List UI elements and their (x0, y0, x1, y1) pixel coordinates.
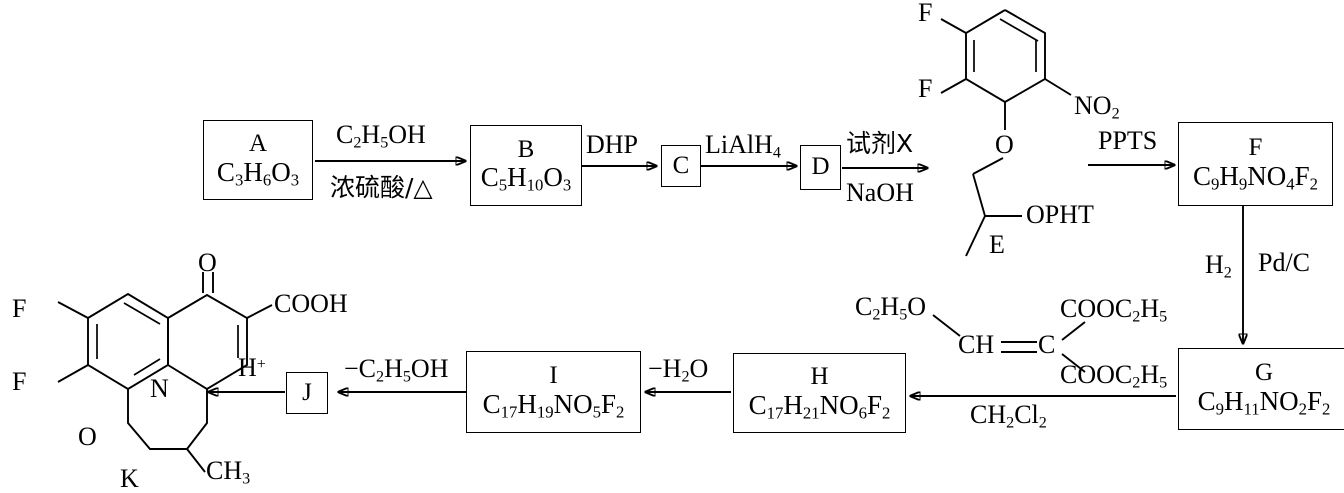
box-b-label: B (517, 135, 535, 163)
bond-e-f-bottom (940, 78, 967, 94)
box-compound-a[interactable]: A C3H6O3 (203, 120, 313, 200)
structure-k-tag: K (120, 464, 139, 493)
box-i-label: I (549, 362, 558, 390)
box-g-formula: C9H11NO2F2 (1197, 385, 1331, 419)
bond-k-f-top (57, 301, 89, 319)
box-f-formula: C9H9NO4F2 (1192, 160, 1319, 194)
box-h-formula: C17H21NO6F2 (748, 389, 891, 423)
reagent-i-to-j: −C2H5OH (344, 354, 449, 386)
reagent-c-to-d: LiAlH4 (705, 130, 781, 162)
structure-k-ring-oxygen-label: O (78, 422, 97, 451)
box-a-label: A (248, 130, 268, 158)
reagent-malonate-c-label: C (1038, 330, 1056, 359)
reagent-j-to-k: H+ (238, 353, 266, 382)
reagent-g-to-h-solvent: CH2Cl2 (970, 400, 1047, 432)
structure-k-carboxyl-label: COOH (274, 289, 348, 318)
structure-e-opht-label: OPHT (1026, 200, 1094, 229)
reagent-f-to-g-hydrogen: H2 (1205, 250, 1232, 282)
box-h-label: H (810, 363, 829, 391)
box-g-label: G (1254, 359, 1274, 387)
box-compound-g[interactable]: G C9H11NO2F2 (1178, 348, 1344, 430)
bond-k-cooh (246, 304, 273, 319)
bond-k-methyl (186, 448, 206, 473)
box-c-label: C (672, 151, 690, 179)
structure-k-ketone-oxygen-label: O (198, 248, 217, 277)
structure-k-fluorine-top-label: F (12, 294, 27, 323)
structure-k-methyl-label: CH3 (206, 456, 251, 488)
bond-k-f-bottom (57, 364, 89, 383)
reagent-a-to-b-bottom: 浓硫酸/△ (330, 173, 433, 202)
box-j-label: J (302, 378, 312, 406)
box-compound-h[interactable]: H C17H21NO6F2 (733, 353, 906, 433)
reagent-malonate-ethoxy-label: C2H5O (855, 292, 927, 324)
box-d-label: D (811, 153, 830, 181)
box-f-label: F (1248, 134, 1263, 162)
structure-k-fluorine-bottom-label: F (12, 367, 27, 396)
box-a-formula: C3H6O3 (216, 156, 300, 190)
reagent-e-to-f: PPTS (1098, 126, 1158, 155)
reagent-malonate-ch-label: CH (958, 330, 995, 359)
reagent-f-to-g-catalyst: Pd/C (1258, 248, 1311, 277)
reagent-d-to-e-bottom: NaOH (846, 178, 914, 207)
structure-e-tag: E (989, 230, 1005, 259)
structure-e-nitro-label: NO2 (1074, 91, 1120, 123)
box-compound-c[interactable]: C (661, 145, 701, 187)
structure-e-fluorine-bottom-label: F (918, 74, 933, 103)
box-b-formula: C5H10O3 (480, 162, 572, 195)
structure-e-fluorine-top-label: F (918, 0, 933, 27)
box-compound-d[interactable]: D (800, 145, 841, 190)
box-compound-b[interactable]: B C5H10O3 (470, 125, 582, 206)
reagent-malonate-ester-bottom-label: COOC2H5 (1060, 360, 1168, 392)
box-i-formula: C17H19NO5F2 (482, 388, 625, 422)
box-compound-i[interactable]: I C17H19NO5F2 (466, 351, 641, 433)
box-compound-f[interactable]: F C9H9NO4F2 (1178, 122, 1333, 206)
structure-e-ether-oxygen-label: O (995, 130, 1014, 159)
structure-k-ring-nitrogen-label: N (150, 374, 169, 403)
reagent-b-to-c: DHP (586, 130, 639, 159)
reagent-malonate-ester-top-label: COOC2H5 (1060, 294, 1168, 326)
bond-e-nitro (1044, 78, 1072, 96)
reagent-h-to-i: −H2O (648, 354, 709, 386)
box-compound-j[interactable]: J (286, 372, 328, 414)
structure-e-ring (940, 9, 1072, 130)
reagent-a-to-b-top: C2H5OH (336, 120, 426, 152)
bond-e-f-top (940, 18, 967, 34)
reagent-d-to-e-top: 试剂X (846, 129, 914, 158)
